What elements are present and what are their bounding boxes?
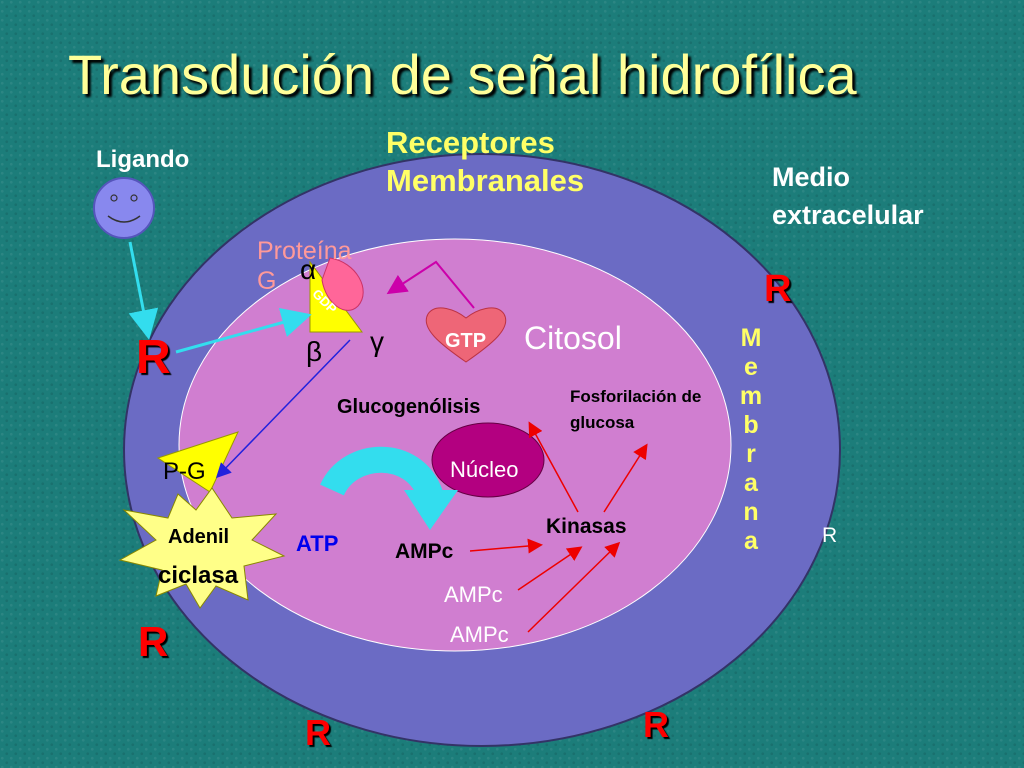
citosol-label: Citosol (524, 320, 622, 356)
gtp-heart (425, 307, 507, 363)
gtp-to-gprotein-arrow (386, 260, 475, 309)
pg-label: P-G (163, 458, 206, 485)
membrana-letter: M (740, 324, 762, 352)
ampc3-to-kinasas-arrow (527, 541, 621, 633)
fosforilacion-label: Fosforilación de glucosa (570, 387, 702, 432)
ciclasa-label: ciclasa (158, 562, 239, 589)
nucleo-label: Núcleo (450, 457, 519, 482)
membrana-letter: m (739, 382, 763, 410)
page-title: Transdución de señal hidrofílica (68, 43, 857, 106)
membrana-letter: b (743, 411, 759, 439)
beta-subunit-label: β (306, 336, 323, 367)
kinasas-to-glucogenolisis-arrow (528, 421, 579, 513)
membrana-letter: e (744, 353, 758, 381)
kinasas-label: Kinasas (546, 515, 627, 538)
ampc1-to-kinasas-arrow (469, 538, 543, 554)
gamma-subunit-label: γ (370, 326, 384, 357)
receptores-label: Receptores Membranales (386, 125, 585, 198)
ligand-to-receptor-arrow (128, 241, 159, 340)
glucogenolisis-label: Glucogenólisis (337, 396, 481, 418)
receptor-mark: R (643, 704, 669, 745)
medio-extracelular-label: Medio extracelular (772, 162, 924, 230)
pg-triangle (156, 431, 239, 493)
receptor-small-label: R (822, 524, 838, 547)
membrana-letter: a (744, 469, 758, 497)
membrana-letter: a (744, 527, 758, 555)
membrana-letter: r (746, 440, 756, 468)
receptor-mark: R (136, 331, 171, 384)
ampc-label-1: AMPc (395, 540, 454, 563)
ampc2-to-kinasas-arrow (517, 546, 583, 591)
ampc-label-2: AMPc (444, 582, 503, 607)
receptor-mark: R (138, 618, 169, 665)
membrana-letter: n (743, 498, 759, 526)
atp-to-ampc-arrow (320, 446, 443, 500)
receptor-mark: R (305, 712, 331, 753)
receptor-mark: R (764, 268, 792, 310)
receptor-to-gprotein-arrow (175, 307, 312, 354)
adenil-label: Adenil (168, 526, 230, 548)
gprotein-to-adenylcyclase-arrow (215, 339, 351, 479)
adenyl-cyclase-star (118, 487, 286, 609)
membrana-vertical-label: M e m b r a n a (736, 324, 766, 556)
gdp-blob (321, 257, 364, 311)
ampc-label-3: AMPc (450, 622, 509, 647)
atp-label: ATP (296, 531, 339, 556)
proteina-g-label: Proteína G (257, 237, 352, 295)
ligand-icon (93, 177, 155, 239)
alpha-subunit-label: α (300, 254, 317, 285)
kinasas-to-fosforilacion-arrow (603, 443, 648, 513)
nucleus (431, 422, 545, 498)
gtp-label: GTP (445, 330, 487, 352)
atp-to-ampc-arrowhead (404, 490, 458, 530)
ligando-label: Ligando (96, 146, 190, 173)
